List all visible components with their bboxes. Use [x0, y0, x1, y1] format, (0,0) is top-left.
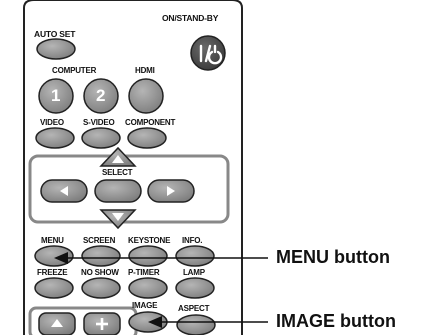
s-video-label: S-VIDEO — [83, 118, 115, 127]
keystone-label: KEYSTONE — [128, 236, 171, 245]
right-arrow-icon — [167, 186, 175, 196]
select-label: SELECT — [102, 168, 133, 177]
select-center-button[interactable] — [94, 179, 142, 203]
no-show-label: NO SHOW — [81, 268, 119, 277]
keystone-button[interactable] — [128, 245, 168, 267]
freeze-button[interactable] — [34, 277, 74, 299]
down-arrow-icon — [112, 213, 124, 221]
computer-1-button[interactable] — [38, 78, 74, 114]
s-video-button[interactable] — [81, 127, 121, 149]
image-callout-leader — [148, 316, 268, 328]
up-arrow-icon — [112, 155, 124, 163]
power-icon — [199, 44, 223, 65]
menu-button-callout: MENU button — [276, 247, 390, 267]
info-button[interactable] — [175, 245, 215, 267]
hdmi-button[interactable] — [128, 78, 164, 114]
lamp-button[interactable] — [175, 277, 215, 299]
bottom-up-arrow-icon — [51, 319, 63, 327]
menu-label: MENU — [41, 236, 64, 245]
freeze-label: FREEZE — [37, 268, 68, 277]
info-label: INFO. — [182, 236, 203, 245]
computer-label: COMPUTER — [52, 66, 97, 75]
auto-set-label: AUTO SET — [34, 29, 76, 39]
component-label: COMPONENT — [125, 118, 176, 127]
auto-set-button[interactable] — [36, 38, 76, 60]
computer-2-glyph: 2 — [96, 86, 106, 105]
video-button[interactable] — [35, 127, 75, 149]
component-button[interactable] — [127, 127, 167, 149]
screen-button[interactable] — [81, 245, 121, 267]
screen-label: SCREEN — [83, 236, 116, 245]
lamp-label: LAMP — [183, 268, 205, 277]
image-label: IMAGE — [132, 301, 158, 310]
image-button-callout: IMAGE button — [276, 311, 396, 331]
computer-1-glyph: 1 — [51, 86, 61, 105]
p-timer-button[interactable] — [128, 277, 168, 299]
hdmi-label: HDMI — [135, 66, 155, 75]
plus-icon — [96, 318, 108, 330]
menu-callout-leader — [54, 252, 268, 264]
p-timer-label: P-TIMER — [128, 268, 160, 277]
aspect-label: ASPECT — [178, 304, 210, 313]
computer-2-button[interactable] — [83, 78, 119, 114]
no-show-button[interactable] — [81, 277, 121, 299]
aspect-button[interactable] — [176, 314, 216, 335]
video-label: VIDEO — [40, 118, 64, 127]
on-standby-label: ON/STAND-BY — [162, 13, 219, 23]
left-arrow-icon — [60, 186, 68, 196]
